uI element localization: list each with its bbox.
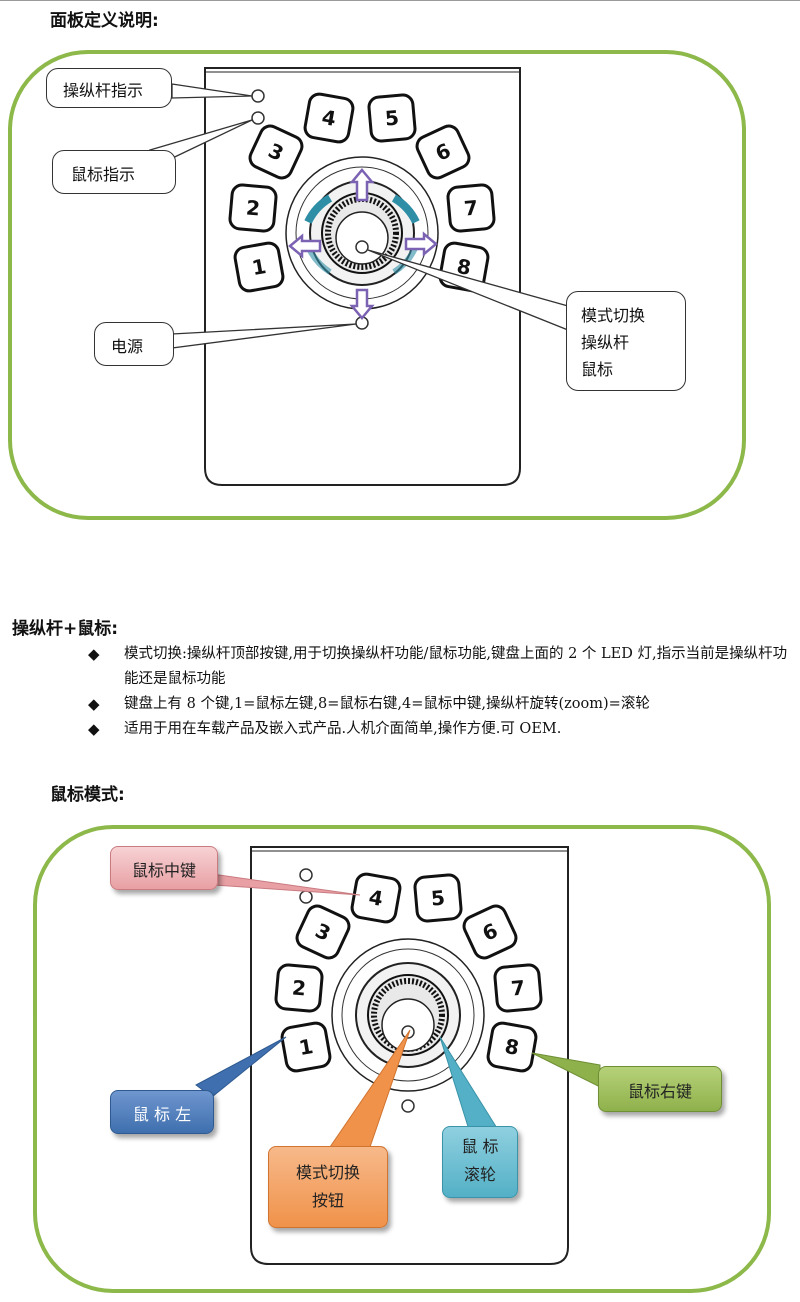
joystick xyxy=(285,156,439,320)
tag-wheel: 鼠 标 滚轮 xyxy=(442,1126,518,1198)
callout-mode-switch-line-3: 鼠标 xyxy=(581,360,614,379)
joystick-led xyxy=(251,89,265,103)
keypad-2: 1 2 3 4 5 6 7 8 xyxy=(274,872,543,1073)
key-8-label-2: 8 xyxy=(503,1034,521,1060)
feature-item: ◆ 适用于用在车载产品及嵌入式产品.人机介面简单,操作方便.可 OEM. xyxy=(88,717,788,742)
feature-text: 适用于用在车载产品及嵌入式产品.人机介面简单,操作方便.可 OEM. xyxy=(124,721,562,737)
tag-mode-button-line-2: 按钮 xyxy=(311,1191,344,1210)
key-5-label-2: 5 xyxy=(430,885,446,910)
feature-text: 模式切换:操纵杆顶部按键,用于切换操纵杆功能/鼠标功能,键盘上面的 2 个 LE… xyxy=(124,646,788,687)
tag-wheel-line-2: 滚轮 xyxy=(463,1165,496,1184)
callout-power: 电源 xyxy=(94,322,174,366)
key-4-label: 4 xyxy=(320,105,338,131)
mouse-led xyxy=(251,111,265,125)
bullet-diamond-icon: ◆ xyxy=(88,720,100,738)
feature-list: ◆ 模式切换:操纵杆顶部按键,用于切换操纵杆功能/鼠标功能,键盘上面的 2 个 L… xyxy=(88,642,788,742)
diagram-frame-2 xyxy=(33,825,771,1293)
section-title-joystick-mouse: 操纵杆+鼠标: xyxy=(12,619,119,639)
key-7-label: 7 xyxy=(463,195,479,220)
callout-joystick-indicator-text: 操纵杆指示 xyxy=(63,81,144,100)
tag-right-key: 鼠标右键 xyxy=(598,1066,722,1112)
tag-mode-button: 模式切换 按钮 xyxy=(268,1146,388,1228)
callout-mouse-indicator: 鼠标指示 xyxy=(52,150,176,194)
callout-mouse-indicator-text: 鼠标指示 xyxy=(71,165,136,184)
callout-mode-switch: 模式切换 操纵杆 鼠标 xyxy=(566,291,686,391)
feature-item: ◆ 键盘上有 8 个键,1=鼠标左键,8=鼠标右键,4=鼠标中键,操纵杆旋转(zo… xyxy=(88,692,788,717)
feature-item: ◆ 模式切换:操纵杆顶部按键,用于切换操纵杆功能/鼠标功能,键盘上面的 2 个 L… xyxy=(88,642,788,692)
callout-mode-switch-line-2: 操纵杆 xyxy=(581,333,630,352)
tag-mode-button-line-1: 模式切换 xyxy=(295,1163,360,1182)
tag-middle-key: 鼠标中键 xyxy=(110,846,218,890)
bullet-diamond-icon: ◆ xyxy=(88,695,100,713)
tag-left-key: 鼠 标 左 xyxy=(110,1090,214,1134)
joystick-2 xyxy=(331,938,485,1092)
keypad: 1 2 3 4 5 6 7 8 xyxy=(228,92,496,293)
section-title-panel: 面板定义说明: xyxy=(50,11,159,31)
mode-switch-button xyxy=(335,211,389,265)
key-2-label: 2 xyxy=(245,195,261,220)
pointer-joystick-indicator xyxy=(171,83,253,99)
key-7-label-2: 7 xyxy=(510,975,526,1000)
callout-mode-switch-line-1: 模式切换 xyxy=(581,306,646,325)
panel-diagram: 1 2 3 4 5 6 7 8 xyxy=(8,50,746,520)
key-1-label: 1 xyxy=(250,254,268,280)
key-4-label-2: 4 xyxy=(367,885,385,911)
key-8-label: 8 xyxy=(455,254,473,280)
key-5-label: 5 xyxy=(384,105,400,130)
section-title-mouse-mode: 鼠标模式: xyxy=(50,785,125,805)
callout-joystick-indicator: 操纵杆指示 xyxy=(46,68,172,108)
bullet-diamond-icon: ◆ xyxy=(88,645,100,663)
key-1-label-2: 1 xyxy=(297,1034,315,1060)
top-rule xyxy=(0,0,800,1)
feature-text: 键盘上有 8 个键,1=鼠标左键,8=鼠标右键,4=鼠标中键,操纵杆旋转(zoo… xyxy=(124,696,650,712)
tag-wheel-line-1: 鼠 标 xyxy=(461,1137,499,1156)
key-2-label-2: 2 xyxy=(291,975,307,1000)
diagram-frame xyxy=(8,50,746,520)
callout-power-text: 电源 xyxy=(111,337,144,356)
